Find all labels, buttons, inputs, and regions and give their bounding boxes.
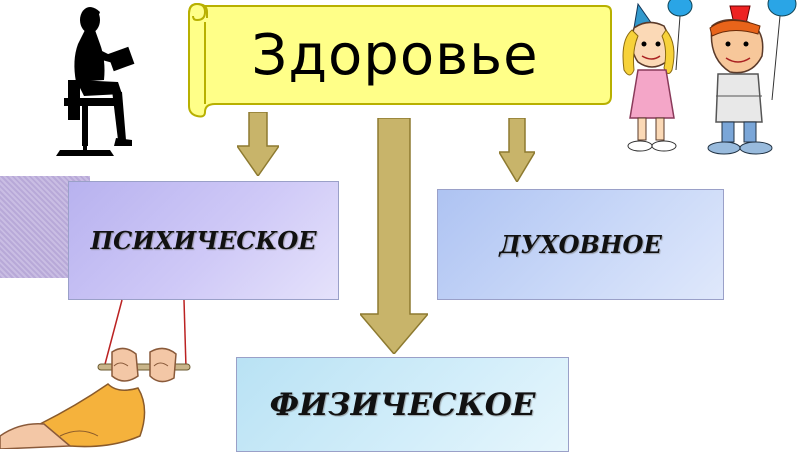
arrow-down-icon <box>499 118 535 182</box>
party-children-icon <box>622 0 797 155</box>
arrow-down-icon <box>237 112 279 176</box>
page-title: Здоровье <box>251 22 539 88</box>
hands-on-bar-icon <box>0 299 191 449</box>
arrow-down-icon <box>360 118 428 354</box>
psychic-health-box: ПСИХИЧЕСКОЕ <box>68 181 339 300</box>
title-scroll <box>188 2 612 118</box>
physical-health-box: ФИЗИЧЕСКОЕ <box>236 357 569 452</box>
woman-silhouette-icon <box>56 7 135 156</box>
spiritual-health-box: ДУХОВНОЕ <box>437 189 724 300</box>
